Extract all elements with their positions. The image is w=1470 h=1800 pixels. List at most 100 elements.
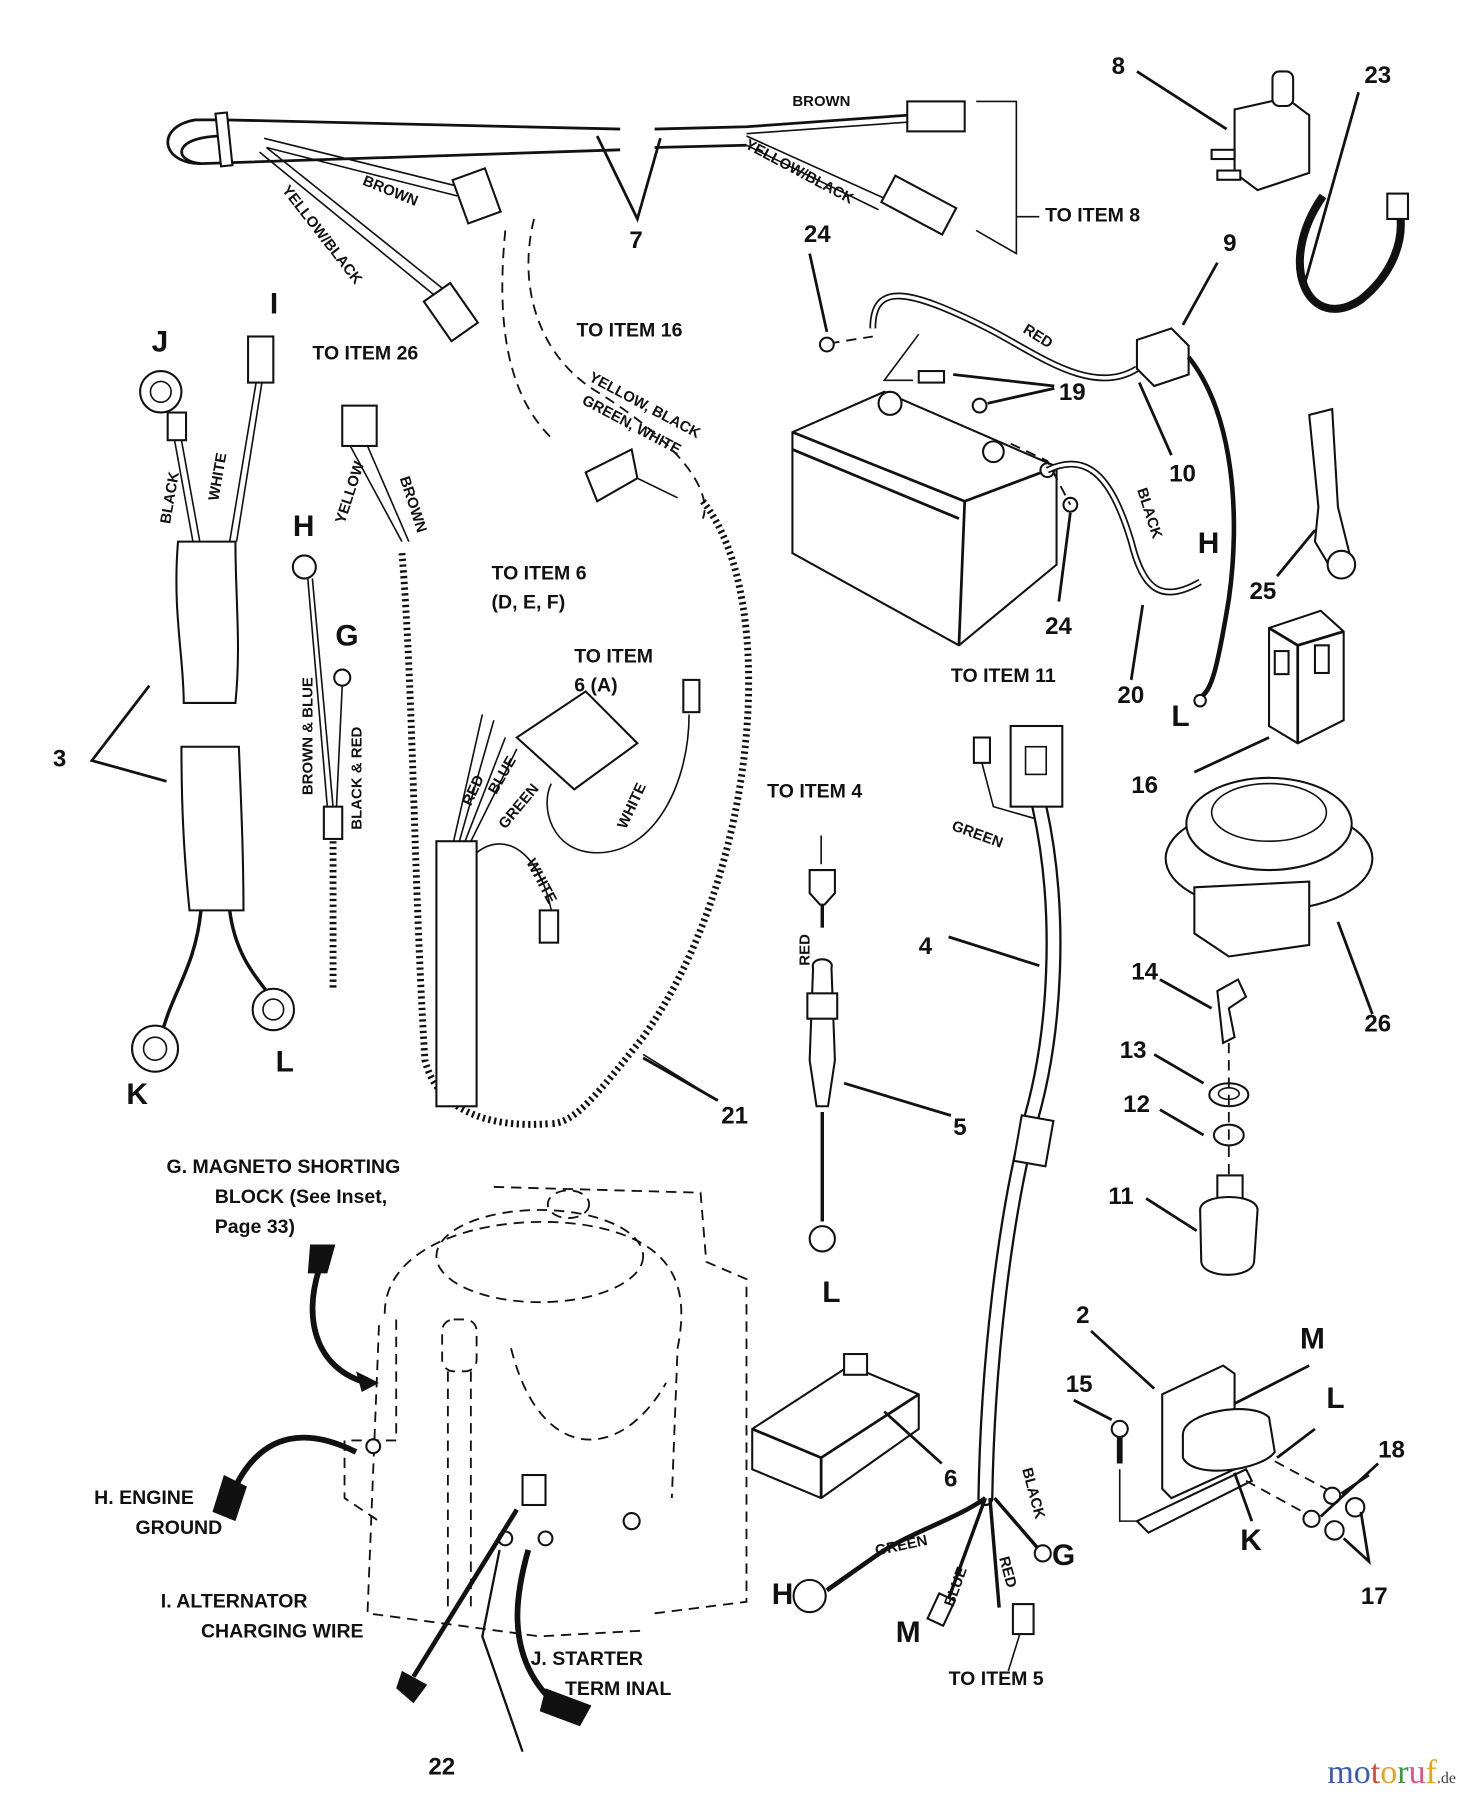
engine-note-i-2: CHARGING WIRE [201,1620,364,1642]
callout-7-leader [595,135,662,223]
ref-to-item-11: TO ITEM 11 [951,665,1056,687]
ref-to-item-6-a-1: TO ITEM [574,646,653,668]
terminal-l-solenoid: L [1326,1382,1344,1415]
part-item-8-switch [1136,70,1311,192]
engine-note-j-1: J. STARTER [531,1648,643,1670]
watermark-letter: t [1370,1754,1381,1791]
terminal-g-left: G [335,619,358,652]
cable-item-9-red [869,262,1237,708]
engine-note-g-3: Page 33) [215,1216,295,1238]
callout-13: 13 [1120,1037,1147,1064]
callout-26: 26 [1364,1010,1391,1037]
terminal-l: L [276,1046,294,1079]
callout-24-bottom: 24 [1045,613,1072,640]
watermark-letter: u [1408,1754,1426,1791]
callout-21: 21 [721,1103,748,1130]
wire-label-yellow-black: YELLOW/BLACK [742,136,856,208]
callout-8: 8 [1112,53,1125,80]
part-item-2-solenoid [1090,1329,1316,1534]
part-item-14-key [1159,978,1248,1045]
callout-22: 22 [428,1754,455,1781]
engine-note-h-1: H. ENGINE [94,1487,194,1509]
watermark-letter: f [1425,1754,1437,1791]
callout-5: 5 [953,1114,966,1141]
terminal-l-fuse: L [822,1276,840,1309]
engine-outline [343,1186,748,1638]
callout-20: 20 [1117,682,1144,709]
callout-19: 19 [1059,379,1086,406]
wire-label-black: BLACK [1133,486,1165,541]
terminal-k-solenoid: K [1240,1524,1262,1557]
callout-14: 14 [1131,958,1158,985]
wire-label-black: BLACK [157,470,183,525]
engine-note-g-2: BLOCK (See Inset, [215,1186,387,1208]
wire-label-white: WHITE [205,452,230,502]
wire-label-white: WHITE [614,780,650,831]
terminal-m-harness-4: M [896,1616,921,1649]
hardware-items-15-17-18 [1073,1398,1380,1566]
part-item-6-connector [751,1352,943,1500]
callout-2: 2 [1076,1302,1089,1329]
engine-note-j-2: TERM INAL [565,1678,671,1700]
wire-label-brown: BROWN [792,93,850,110]
ref-to-item-26: TO ITEM 26 [312,343,418,365]
watermark-letter: o [1380,1754,1398,1791]
harness-item-21 [341,218,753,1128]
terminal-g-harness-4: G [1052,1539,1075,1572]
wire-label-red: RED [995,1555,1020,1590]
terminal-h-harness-4: H [772,1578,794,1611]
arrow-h-icon [212,1475,247,1522]
terminal-h-left: H [293,510,315,543]
engine-note-i-1: I. ALTERNATOR [161,1591,308,1613]
part-battery [791,390,1058,647]
wire-label-black-red: BLACK & RED [349,726,366,829]
wire-label-brown: BROWN [360,172,420,210]
wire-label-brown: BROWN [396,474,430,535]
wire-label-red: RED [797,934,814,966]
pigtail-h-g [291,554,352,992]
callout-15: 15 [1066,1371,1093,1398]
wire-label-black: BLACK [1018,1466,1048,1521]
callout-12: 12 [1123,1091,1150,1118]
arrow-g-icon [307,1244,336,1274]
part-item-12-washer [1159,1108,1245,1147]
callout-4: 4 [919,933,933,960]
part-item-13-nut [1153,1053,1250,1108]
ref-to-item-16: TO ITEM 16 [577,319,683,341]
wire-label-green: GREEN [874,1532,929,1560]
callout-3: 3 [53,745,66,772]
wire-label-blue: BLUE [941,1565,971,1609]
part-item-23-tie-strap [1295,91,1410,313]
watermark-logo: motoruf.de [1327,1754,1456,1792]
arrow-i-icon [396,1670,428,1704]
ref-to-item-6-a-2: 6 (A) [574,674,617,696]
callout-10: 10 [1169,461,1196,488]
engine-pointer-arrows [212,1244,592,1752]
part-item-11-ignition-switch [1145,1042,1259,1276]
wire-label-brown-blue: BROWN & BLUE [299,677,316,795]
wire-label-yellow: YELLOW [332,459,368,526]
wire-label-red: RED [459,772,488,808]
callout-6: 6 [944,1466,957,1493]
part-item-25-clip [1275,407,1357,580]
ref-to-item-8: TO ITEM 8 [1045,204,1140,226]
part-item-26-module [1164,776,1374,1015]
harness-item-7 [166,100,1040,343]
callout-21-leader [642,1056,719,1102]
watermark-letter: o [1353,1754,1371,1791]
arrow-j-icon [539,1688,592,1727]
wire-label-white: WHITE [522,856,560,907]
terminal-l-battery: L [1171,700,1189,733]
callout-11: 11 [1108,1183,1133,1210]
callout-17: 17 [1361,1583,1388,1610]
part-item-16-relay [1193,609,1345,774]
ref-to-item-6-def-2: (D, E, F) [492,591,566,613]
terminal-j: J [152,325,169,358]
callout-25: 25 [1250,578,1277,605]
callout-9: 9 [1223,230,1236,257]
engine-note-h-2: GROUND [136,1517,223,1539]
wire-label-green: GREEN [950,817,1006,851]
callout-7: 7 [629,227,642,254]
cable-item-20-black [1045,460,1202,681]
